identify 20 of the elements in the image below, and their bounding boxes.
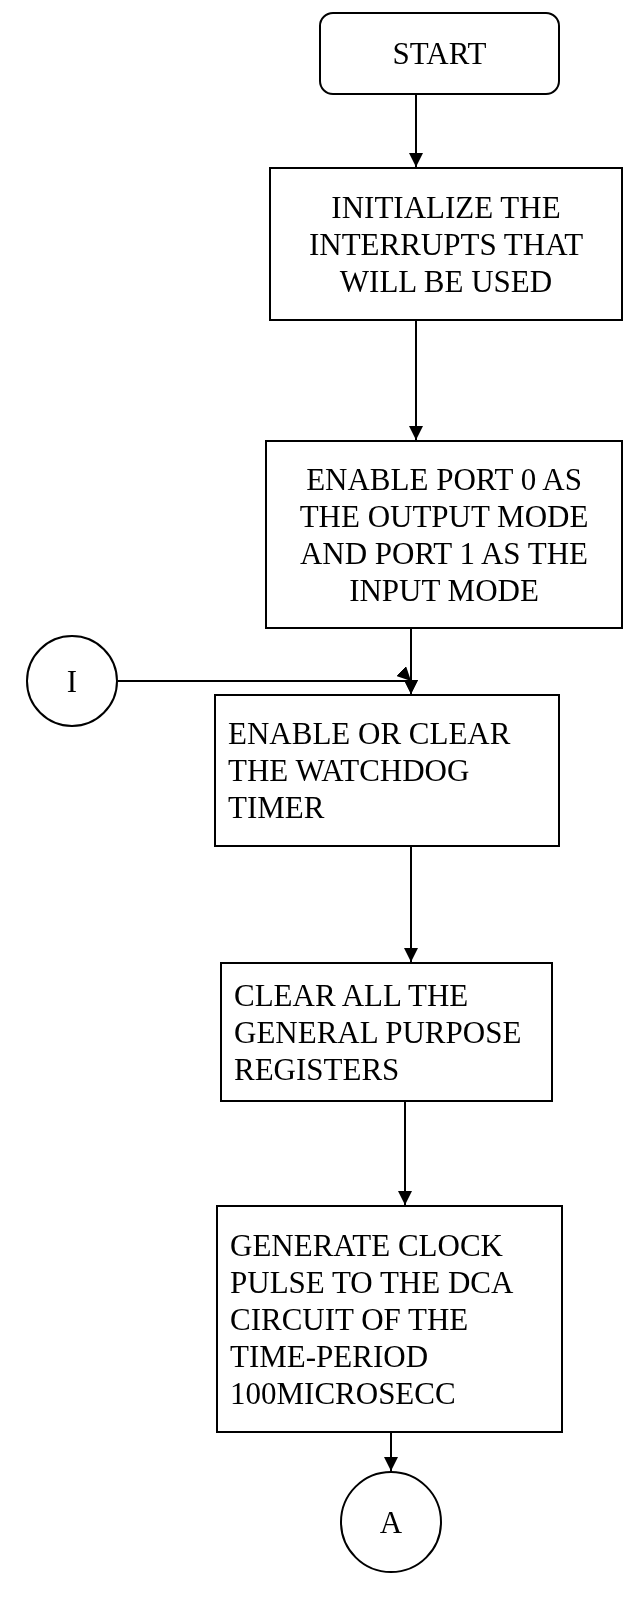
process-box [220, 962, 553, 1102]
arrow [398, 1101, 412, 1206]
node-text: GENERATE CLOCK PULSE TO THE DCA CIRCUIT OF THE TIME-PERIOD 100MICROSECC [229, 1226, 514, 1412]
process-box [269, 167, 623, 321]
node-text: INITIALIZE THE INTERRUPTS THAT WILL BE USED [307, 188, 585, 300]
node-text: ENABLE OR CLEAR THE WATCHDOG TIMER [227, 715, 512, 826]
arrow [117, 667, 418, 695]
arrow [404, 846, 418, 963]
node-text: START [391, 35, 488, 72]
node-text: A [378, 1503, 404, 1541]
arrow [409, 320, 423, 441]
process-box [214, 694, 560, 847]
process-box [216, 1205, 563, 1433]
arrow [384, 1432, 398, 1472]
process-box [265, 440, 623, 629]
node-text: CLEAR ALL THE GENERAL PURPOSE REGISTERS [233, 976, 523, 1088]
arrow [409, 94, 423, 168]
node-text: ENABLE PORT 0 AS THE OUTPUT MODE AND PORT 1 AS THE INPUT MODE [298, 460, 590, 609]
terminal-box [319, 12, 560, 95]
node-text: I [65, 662, 79, 700]
